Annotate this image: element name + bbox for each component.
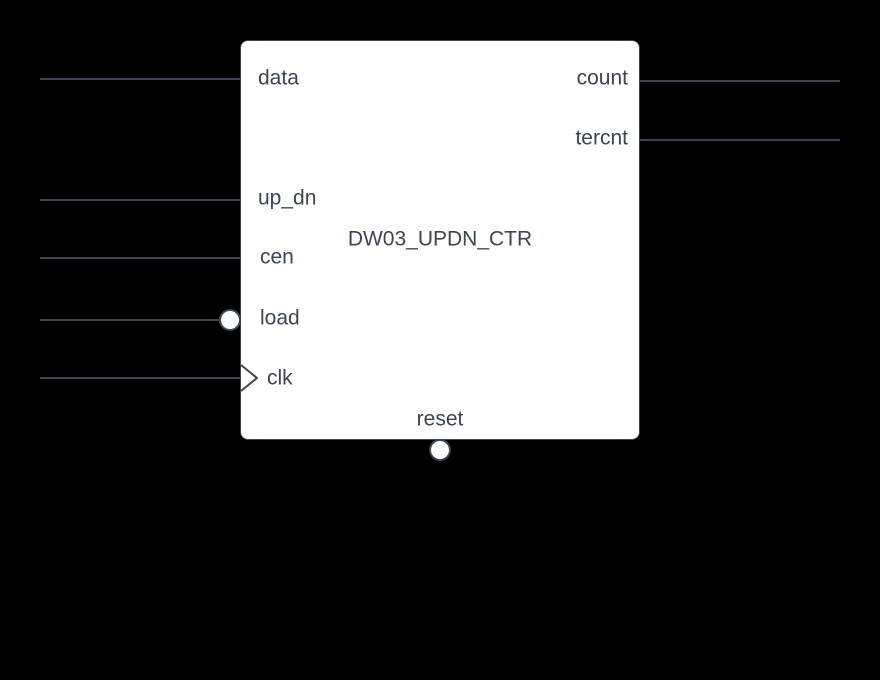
port-label-count: count: [576, 66, 628, 90]
port-label-reset: reset: [416, 407, 464, 431]
component-block: [240, 40, 640, 440]
wire-data: [40, 78, 240, 80]
active-low-bubble-icon-reset: [429, 439, 451, 461]
wire-cen: [40, 257, 240, 259]
wire-load: [40, 319, 219, 321]
component-title: DW03_UPDN_CTR: [347, 227, 533, 251]
wire-count: [640, 80, 840, 82]
wire-tercnt: [640, 139, 840, 141]
clock-edge-icon: [241, 364, 258, 392]
port-label-up-dn: up_dn: [258, 186, 317, 210]
port-label-clk: clk: [267, 366, 293, 390]
wire-up-dn: [40, 199, 240, 201]
port-label-tercnt: tercnt: [575, 126, 628, 150]
wire-clk: [40, 377, 240, 379]
port-label-data: data: [258, 66, 299, 90]
active-low-bubble-icon-load: [219, 309, 241, 331]
port-label-cen: cen: [260, 245, 294, 269]
port-label-load: load: [260, 306, 300, 330]
